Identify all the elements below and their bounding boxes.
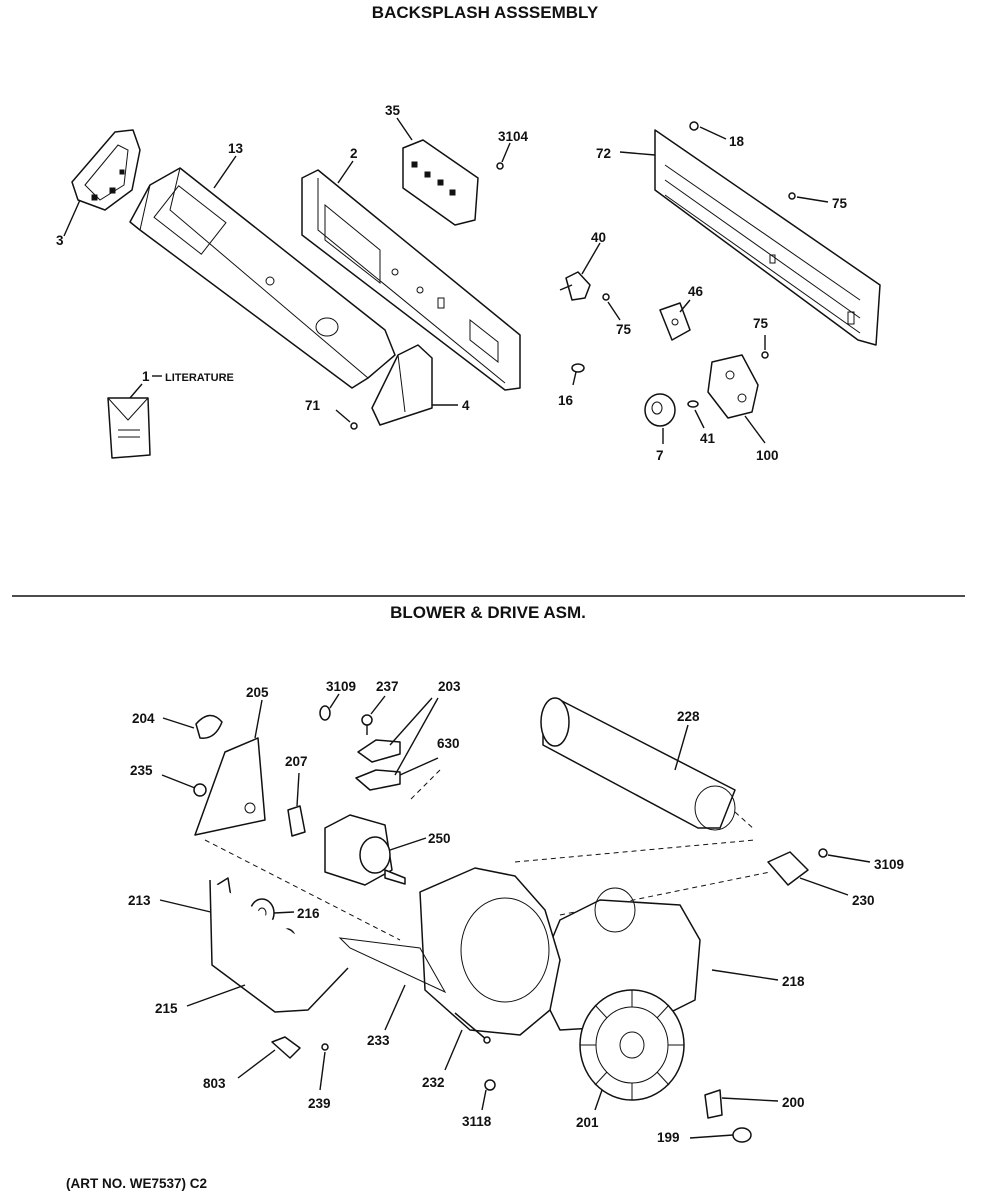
part-3109-screw-right bbox=[818, 848, 871, 863]
callout-75-mid: 75 bbox=[616, 322, 632, 337]
part-230-thermostat bbox=[767, 851, 849, 896]
part-215-idler-arm bbox=[186, 879, 349, 1013]
part-204-clip bbox=[162, 714, 223, 739]
callout-250: 250 bbox=[428, 831, 451, 846]
part-203-clamps bbox=[355, 697, 439, 791]
callout-7: 7 bbox=[656, 448, 664, 463]
callout-100: 100 bbox=[756, 448, 779, 463]
part-250-motor bbox=[324, 814, 427, 886]
part-41-spring bbox=[687, 400, 705, 429]
callout-3109-top: 3109 bbox=[326, 679, 356, 694]
part-35-switch bbox=[396, 117, 479, 226]
callout-215: 215 bbox=[155, 1001, 178, 1016]
callout-75-rear: 75 bbox=[832, 196, 848, 211]
callout-72: 72 bbox=[596, 146, 611, 161]
callout-3118: 3118 bbox=[462, 1114, 492, 1129]
callout-230: 230 bbox=[852, 893, 875, 908]
callout-630: 630 bbox=[437, 736, 460, 751]
part-207-switch bbox=[287, 772, 306, 837]
callout-3104: 3104 bbox=[498, 129, 529, 144]
part-75-screw-right bbox=[761, 335, 769, 359]
callout-18: 18 bbox=[729, 134, 745, 149]
callout-203: 203 bbox=[438, 679, 461, 694]
part-71-screw bbox=[335, 409, 358, 430]
part-1-literature bbox=[107, 383, 151, 459]
callout-232: 232 bbox=[422, 1075, 445, 1090]
callout-4: 4 bbox=[462, 398, 470, 413]
part-72-rear-panel bbox=[619, 129, 881, 346]
part-3118-screw bbox=[481, 1079, 496, 1111]
callout-204: 204 bbox=[132, 711, 155, 726]
part-3104-screw bbox=[496, 142, 511, 170]
callout-40: 40 bbox=[591, 230, 606, 245]
part-3-end-cap bbox=[63, 129, 141, 237]
dashed-line-a bbox=[514, 839, 756, 863]
callout-13: 13 bbox=[228, 141, 244, 156]
callout-233: 233 bbox=[367, 1033, 390, 1048]
part-803-switch bbox=[237, 1036, 301, 1079]
art-number: (ART NO. WE7537) C2 bbox=[66, 1176, 207, 1191]
callout-200: 200 bbox=[782, 1095, 805, 1110]
callout-218: 218 bbox=[782, 974, 805, 989]
callout-237: 237 bbox=[376, 679, 399, 694]
callout-35: 35 bbox=[385, 103, 401, 118]
callout-3: 3 bbox=[56, 233, 64, 248]
callout-199: 199 bbox=[657, 1130, 680, 1145]
part-2-control-panel bbox=[301, 160, 521, 391]
part-3109-screw-top bbox=[319, 693, 340, 721]
backsplash-title: BACKSPLASH ASSSEMBLY bbox=[372, 3, 599, 22]
callout-239: 239 bbox=[308, 1096, 331, 1111]
callout-205: 205 bbox=[246, 685, 269, 700]
callout-75-right: 75 bbox=[753, 316, 769, 331]
callout-3109-right: 3109 bbox=[874, 857, 904, 872]
dashed-line-d bbox=[409, 769, 441, 801]
part-235-bolt bbox=[161, 774, 207, 797]
callout-41: 41 bbox=[700, 431, 716, 446]
callout-1: 1 bbox=[142, 369, 150, 384]
callout-213: 213 bbox=[128, 893, 151, 908]
blower-title: BLOWER & DRIVE ASM. bbox=[390, 603, 586, 622]
part-233-housing-front bbox=[338, 867, 561, 1036]
callout-235: 235 bbox=[130, 763, 153, 778]
callout-16: 16 bbox=[558, 393, 574, 408]
callout-228: 228 bbox=[677, 709, 700, 724]
part-75-screw-mid bbox=[602, 293, 621, 321]
part-40-switch bbox=[559, 242, 601, 301]
part-237-screw bbox=[361, 695, 386, 735]
callout-46: 46 bbox=[688, 284, 704, 299]
callout-literature: LITERATURE bbox=[165, 372, 234, 384]
part-205-bracket bbox=[194, 699, 266, 836]
part-100-timer-motor bbox=[707, 354, 766, 444]
part-46-timer bbox=[659, 299, 691, 341]
part-16-knob-pin bbox=[571, 363, 585, 386]
part-239-screw bbox=[319, 1043, 329, 1091]
callout-71: 71 bbox=[305, 398, 321, 413]
part-201-blower-wheel bbox=[579, 989, 685, 1111]
callout-201: 201 bbox=[576, 1115, 599, 1130]
part-228-duct bbox=[540, 697, 756, 831]
callout-2: 2 bbox=[350, 146, 358, 161]
callout-207: 207 bbox=[285, 754, 308, 769]
part-4-end-cap bbox=[371, 344, 458, 426]
part-75-screw-rear bbox=[788, 192, 829, 203]
callout-803: 803 bbox=[203, 1076, 226, 1091]
dashed-line-c bbox=[204, 839, 401, 941]
part-13-console bbox=[129, 155, 396, 389]
part-199-screw bbox=[689, 1127, 752, 1143]
part-200-bracket bbox=[704, 1089, 779, 1119]
leader-630 bbox=[399, 757, 439, 776]
part-7-knob bbox=[644, 393, 676, 444]
callout-216: 216 bbox=[297, 906, 320, 921]
part-232-rod bbox=[444, 1012, 491, 1071]
part-18-screw bbox=[689, 121, 727, 140]
